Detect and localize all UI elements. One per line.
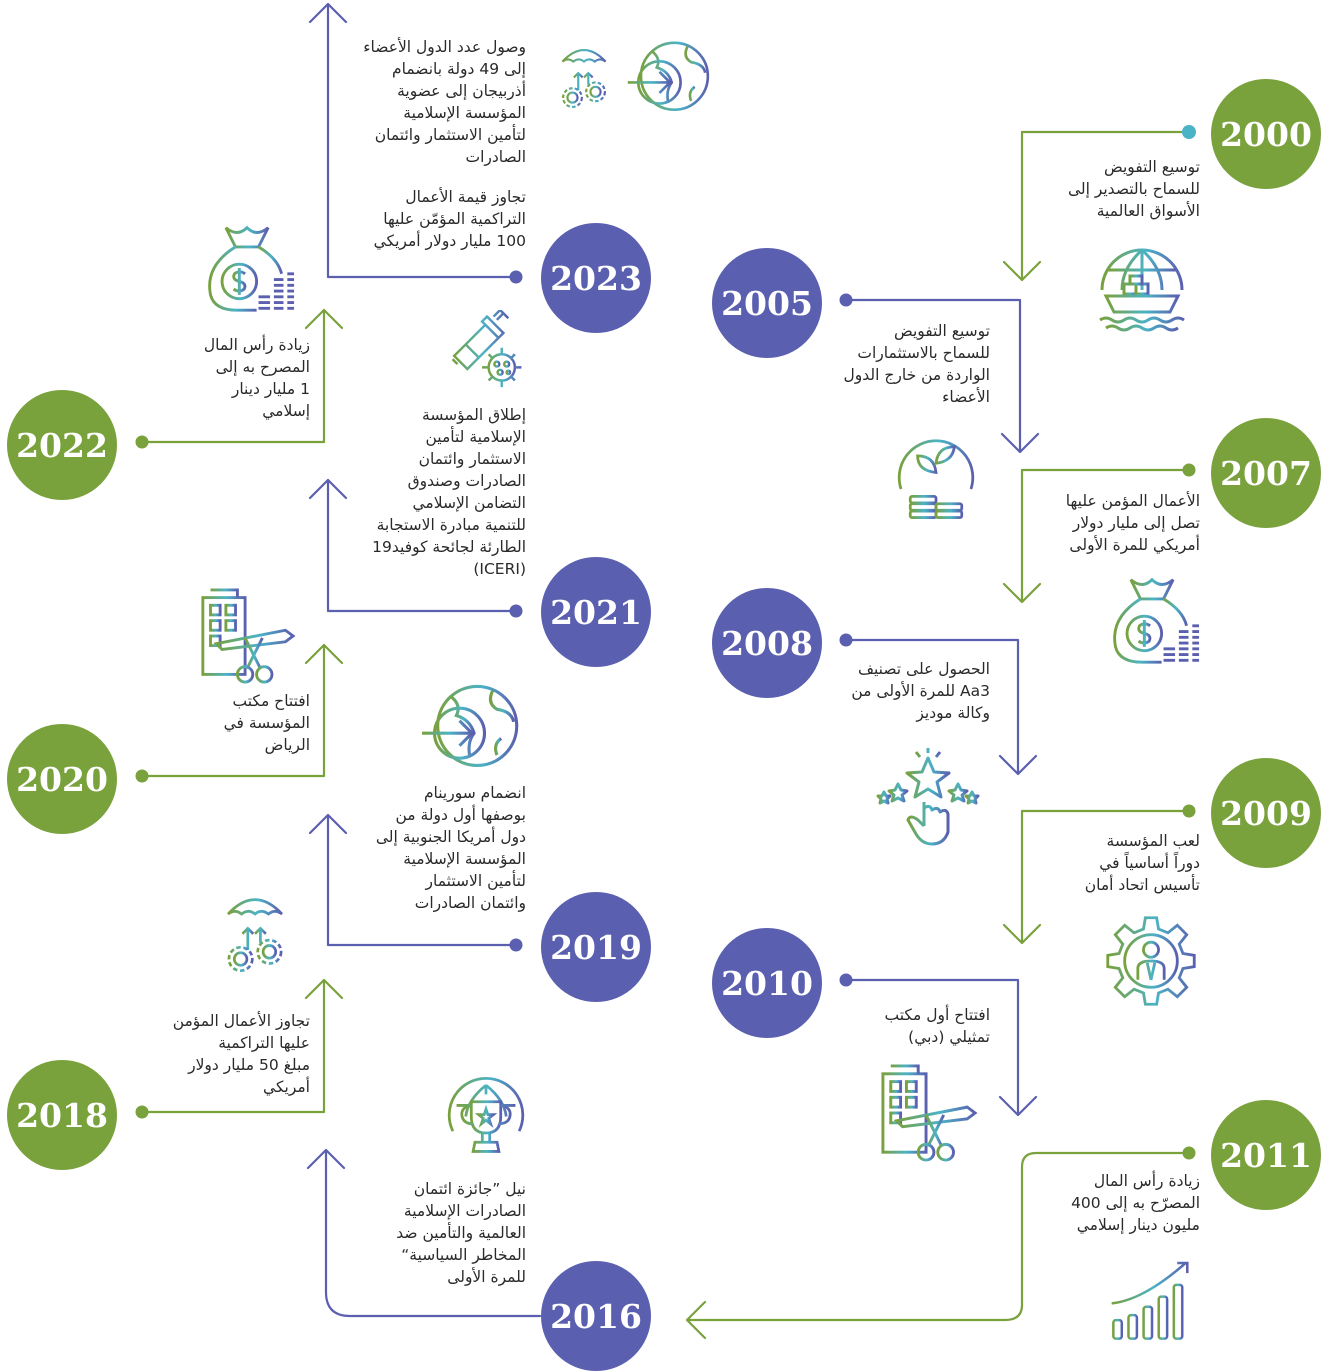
year-label-2022: 2022 bbox=[16, 425, 108, 465]
year-circle-2022: 2022 bbox=[7, 390, 117, 500]
milestone-text-2022: زيادة رأس المال المصرح به إلى 1 مليار دي… bbox=[203, 336, 310, 420]
milestone-text-2008: الحصول على تصنيف Aa3 للمرة الأولى من وكا… bbox=[851, 660, 990, 722]
year-label-2023: 2023 bbox=[550, 258, 642, 298]
year-circle-2007: 2007 bbox=[1211, 418, 1321, 528]
connector-2009 bbox=[1002, 809, 1191, 945]
connector-2000 bbox=[1002, 130, 1191, 282]
year-circle-2021: 2021 bbox=[541, 557, 651, 667]
milestone-text-2019: انضمام سورينام بوصفها أول دولة من دول أم… bbox=[375, 784, 526, 912]
milestone-text-2009: لعب المؤسسة دوراً أساسياً في تأسيس اتحاد… bbox=[1084, 832, 1200, 894]
dot-2018 bbox=[135, 1105, 149, 1119]
connector-2019 bbox=[308, 813, 518, 947]
year-circle-2018: 2018 bbox=[7, 1060, 117, 1170]
connector-2016 bbox=[306, 1148, 542, 1318]
money-bag-icon bbox=[198, 220, 296, 316]
office-opening-icon bbox=[198, 588, 296, 684]
connector-2021 bbox=[308, 478, 518, 613]
year-circle-2023: 2023 bbox=[541, 223, 651, 333]
connector-2010 bbox=[844, 978, 1038, 1117]
dot-2023 bbox=[509, 270, 523, 284]
dot-2019 bbox=[509, 938, 523, 952]
year-circle-2020: 2020 bbox=[7, 724, 117, 834]
connector-2011 bbox=[685, 1151, 1191, 1340]
year-label-2010: 2010 bbox=[721, 963, 813, 1003]
milestone-text-2007: الأعمال المؤمن عليها تصل إلى مليار دولار… bbox=[1065, 492, 1200, 554]
year-label-2005: 2005 bbox=[721, 283, 813, 323]
vaccine-virus-icon bbox=[446, 310, 528, 392]
dot-2007 bbox=[1182, 463, 1196, 477]
dot-2005 bbox=[839, 293, 853, 307]
dot-2022 bbox=[135, 435, 149, 449]
globe-arrow-icon bbox=[622, 34, 718, 122]
money-bag-icon bbox=[1104, 572, 1200, 668]
milestone-text-2011: زيادة رأس المال المصرّح به إلى 400 مليون… bbox=[1071, 1172, 1200, 1234]
year-label-2019: 2019 bbox=[550, 927, 642, 967]
growth-chart-icon bbox=[1104, 1258, 1200, 1342]
milestone-text-2005: توسيع التفويض للسماح بالاستثمارات الوارد… bbox=[843, 322, 990, 406]
year-label-2008: 2008 bbox=[721, 623, 813, 663]
milestone-text-2000: توسيع التفويض للسماح بالتصدير إلى الأسوا… bbox=[1067, 158, 1200, 220]
dot-2020 bbox=[135, 769, 149, 783]
umbrella-gears-icon bbox=[210, 884, 300, 980]
year-circle-2009: 2009 bbox=[1211, 758, 1321, 868]
globe-arrow-icon bbox=[416, 676, 528, 780]
connector-2020 bbox=[140, 643, 344, 778]
globe-ship-icon bbox=[1092, 238, 1192, 338]
year-label-2020: 2020 bbox=[16, 759, 108, 799]
year-circle-2000: 2000 bbox=[1211, 79, 1321, 189]
year-circle-2019: 2019 bbox=[541, 892, 651, 1002]
connector-2022 bbox=[140, 308, 344, 444]
dot-2011 bbox=[1182, 1146, 1196, 1160]
year-circle-2011: 2011 bbox=[1211, 1100, 1321, 1210]
milestone-text-2016: نيل ”جائزة ائتمان الصادرات الإسلامية الع… bbox=[396, 1180, 526, 1286]
connector-2005 bbox=[844, 298, 1040, 454]
trophy-globe-icon bbox=[440, 1076, 532, 1168]
milestone-text-2021: إطلاق المؤسسة الإسلامية لتأمين الاستثمار… bbox=[372, 406, 526, 578]
milestone-text-2020: افتتاح مكتب المؤسسة في الرياض bbox=[223, 692, 310, 754]
milestone-text-2018: تجاوز الأعمال المؤمن عليها التراكمية مبل… bbox=[172, 1012, 310, 1096]
office-opening-icon bbox=[878, 1064, 978, 1162]
connector-2018 bbox=[140, 978, 344, 1114]
milestone-text-2023-b: وصول عدد الدول الأعضاء إلى 49 دولة بانضم… bbox=[363, 38, 526, 166]
dot-2021 bbox=[509, 604, 523, 618]
umbrella-gears-icon bbox=[548, 36, 620, 116]
dot-2009 bbox=[1182, 804, 1196, 818]
year-label-2007: 2007 bbox=[1220, 453, 1312, 493]
year-label-2018: 2018 bbox=[16, 1095, 108, 1135]
connector-2008 bbox=[844, 638, 1038, 776]
year-circle-2010: 2010 bbox=[712, 928, 822, 1038]
year-circle-2016: 2016 bbox=[541, 1261, 651, 1371]
gear-person-icon bbox=[1104, 914, 1198, 1008]
year-label-2000: 2000 bbox=[1220, 114, 1312, 154]
milestone-text-2010: افتتاح أول مكتب تمثيلي (دبي) bbox=[884, 1006, 990, 1046]
connector-2023 bbox=[308, 2, 518, 279]
year-label-2011: 2011 bbox=[1220, 1135, 1312, 1175]
plant-coins-icon bbox=[890, 432, 982, 524]
year-label-2021: 2021 bbox=[550, 592, 642, 632]
year-circle-2008: 2008 bbox=[712, 588, 822, 698]
connector-2007 bbox=[1002, 468, 1191, 604]
dot-2010 bbox=[839, 973, 853, 987]
year-label-2009: 2009 bbox=[1220, 793, 1312, 833]
year-label-2016: 2016 bbox=[550, 1296, 642, 1336]
milestone-text-2023-a: تجاوز قيمة الأعمال التراكمية المؤمّن علي… bbox=[373, 188, 526, 250]
rating-stars-icon bbox=[876, 748, 980, 848]
start-dot bbox=[1182, 125, 1196, 139]
dot-2008 bbox=[839, 633, 853, 647]
year-circle-2005: 2005 bbox=[712, 248, 822, 358]
